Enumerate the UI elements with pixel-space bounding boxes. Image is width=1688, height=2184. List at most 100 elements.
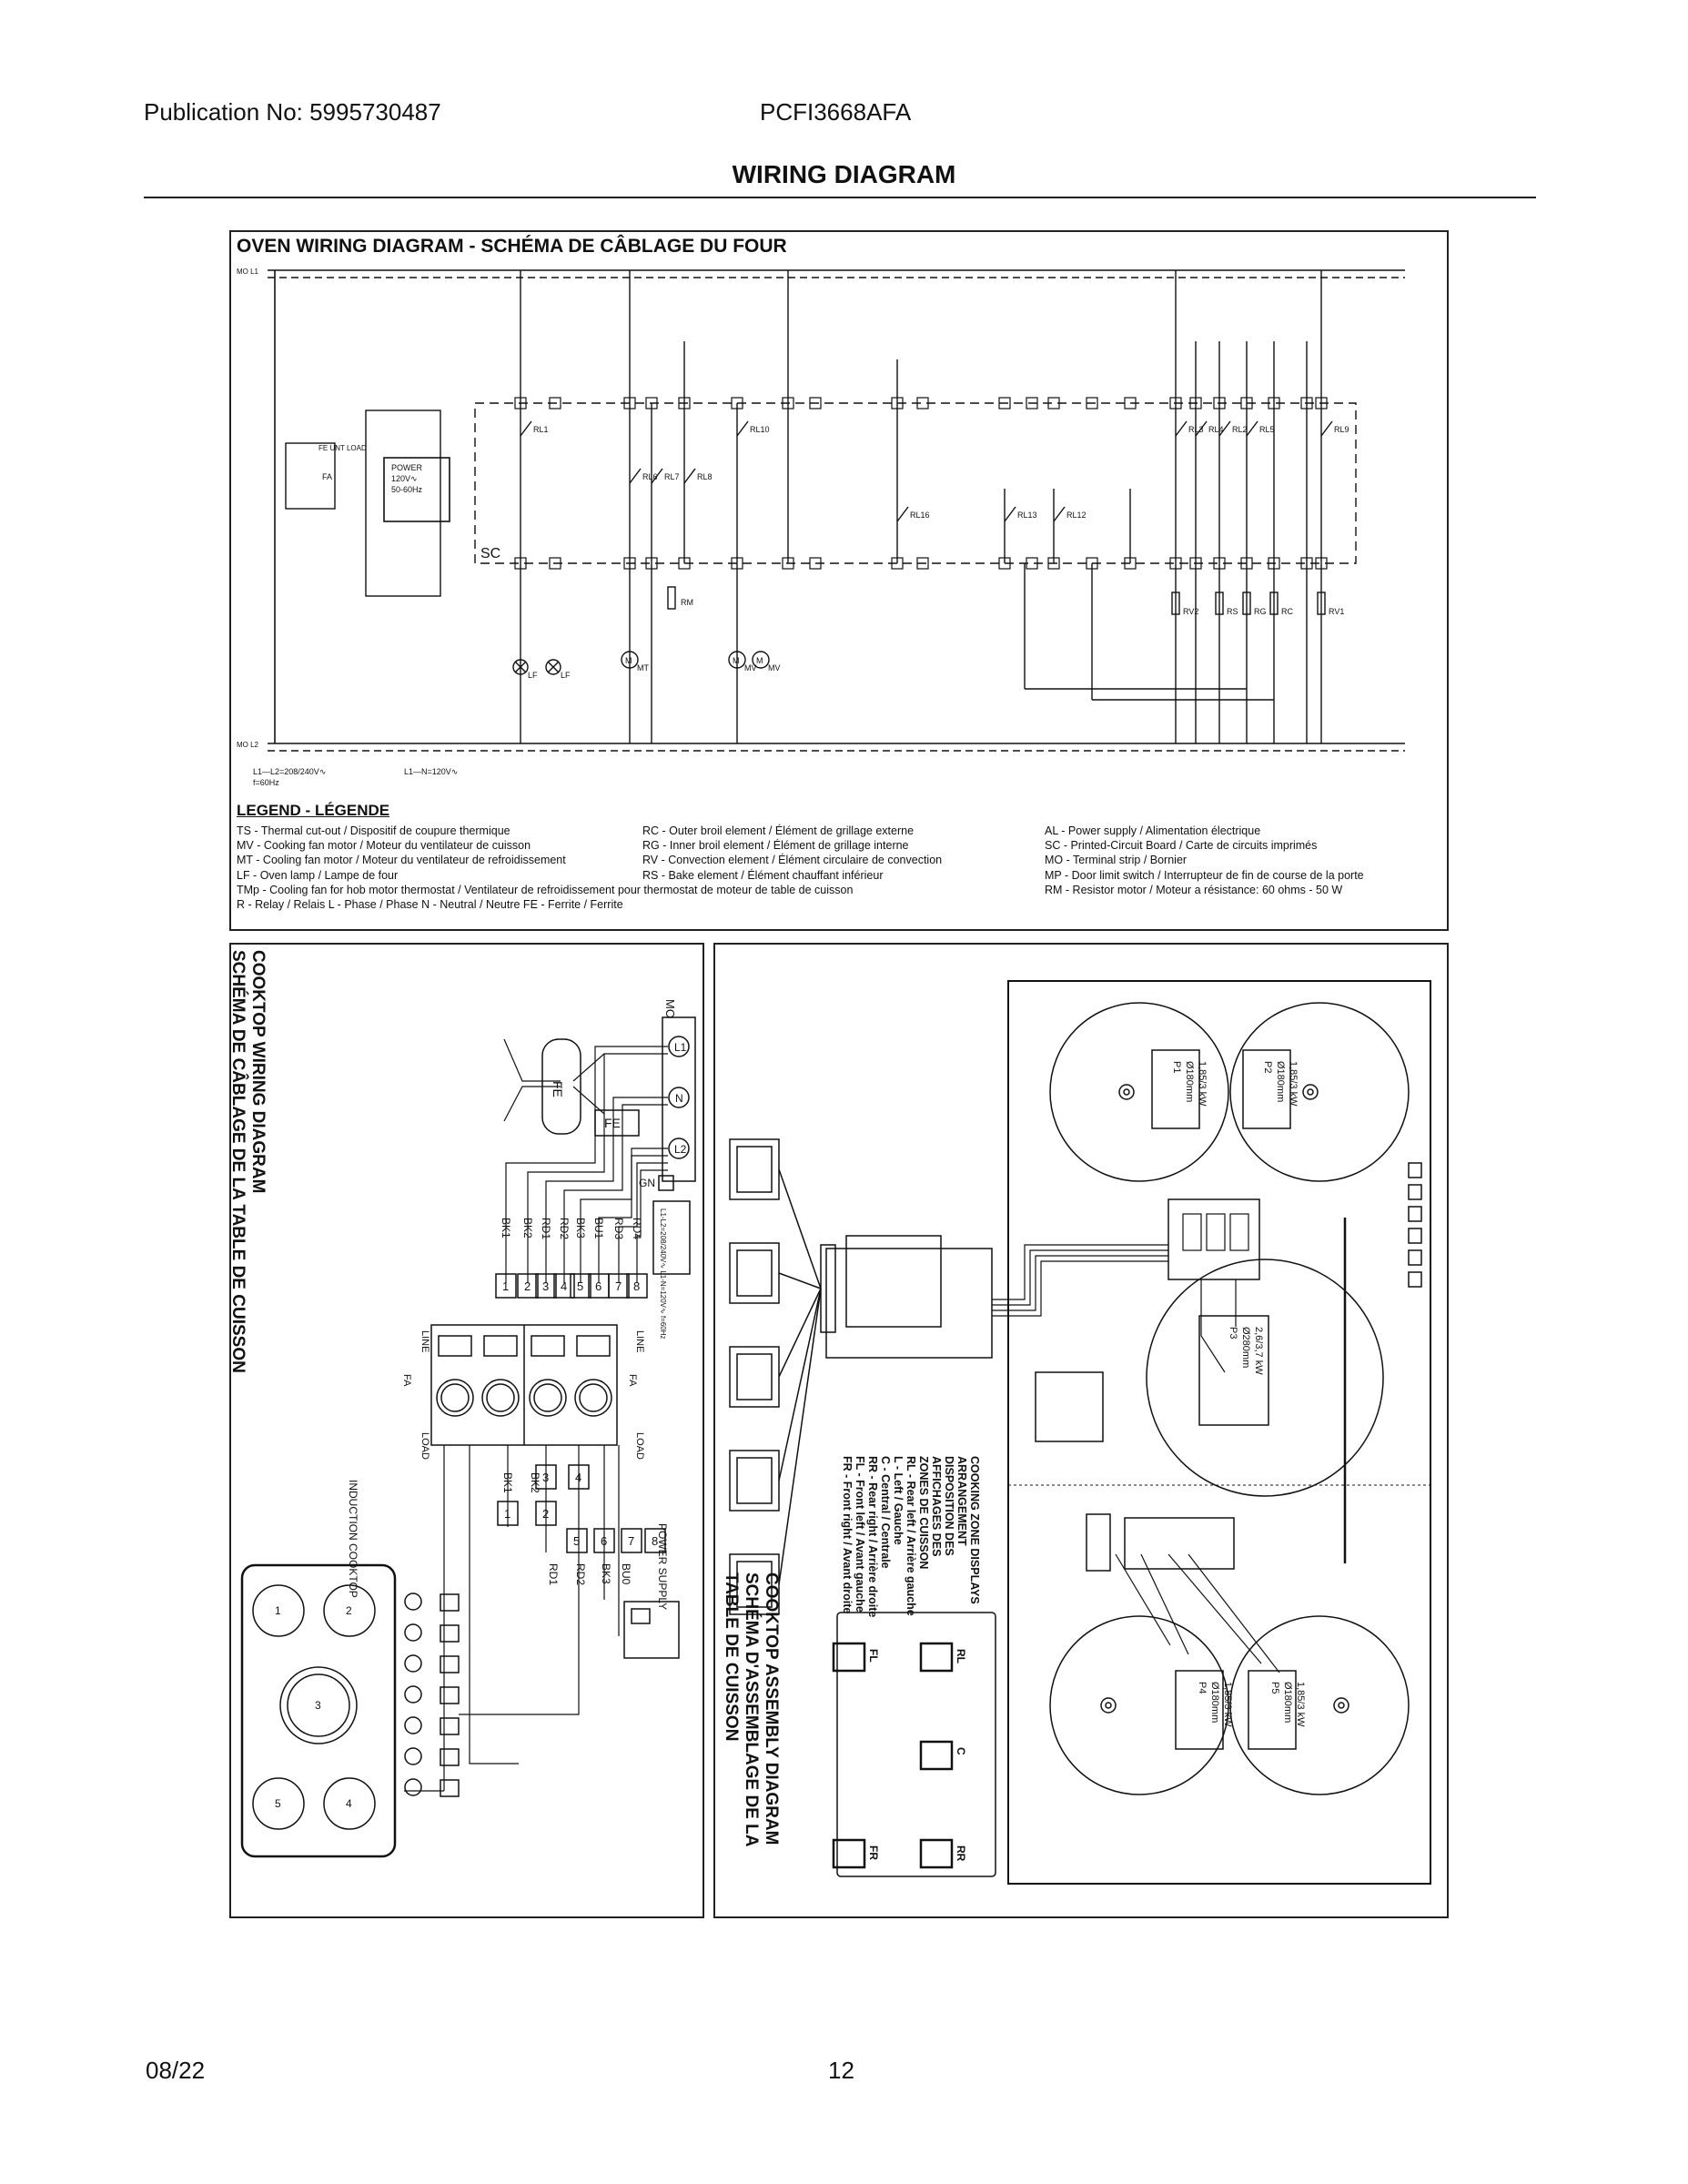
zone-spec: P4 xyxy=(1197,1682,1208,1694)
load-label: MV xyxy=(768,663,781,672)
terminal-number-box xyxy=(644,1528,666,1553)
svg-text:L1: L1 xyxy=(674,1041,687,1054)
cooktop-schematic: L1 N L2 MO FE FE GN L1-L2=208/240V∿ L1 xyxy=(240,999,696,1858)
relay-contact xyxy=(1195,420,1208,437)
load-label: LF xyxy=(561,671,571,680)
legend-item: MV - Cooking fan motor / Moteur du venti… xyxy=(237,839,531,853)
relay-contact xyxy=(1175,420,1188,437)
footer-date: 08/22 xyxy=(146,2057,206,2084)
relay-contact xyxy=(1218,420,1231,437)
relay-label: RL13 xyxy=(1017,511,1037,520)
relay-label: RL5 xyxy=(1259,425,1275,434)
zone-spec: Ø180mm xyxy=(1184,1061,1195,1102)
seven-seg-display xyxy=(832,1642,866,1673)
legend-item: LF - Oven lamp / Lampe de four xyxy=(237,868,399,882)
connector-pin xyxy=(809,397,822,410)
svg-text:MO L2: MO L2 xyxy=(237,741,259,749)
relay-contact xyxy=(651,468,663,484)
relay-contact xyxy=(1053,506,1066,522)
terminal-number: 7 xyxy=(615,1279,622,1293)
terminal-number-box xyxy=(570,1273,591,1299)
wire-label: BK3 xyxy=(574,1218,587,1239)
publication-number: Publication No: 5995730487 xyxy=(144,98,441,126)
wire-label: BK3 xyxy=(600,1563,612,1584)
zone-spec: P3 xyxy=(1228,1327,1238,1339)
oven-diagram-title: OVEN WIRING DIAGRAM - SCHÉMA DE CÂBLAGE … xyxy=(237,236,787,257)
cooktop-assembly-panel: COOKTOP ASSEMBLY DIAGRAM SCHÉMA D'ASSEMB… xyxy=(713,943,1449,1918)
connector-pin xyxy=(1026,397,1038,410)
relay-contact xyxy=(1246,420,1258,437)
terminal-number: 8 xyxy=(633,1279,640,1293)
cooktop-wiring-panel: COOKTOP WIRING DIAGRAM SCHÉMA DE CÂBLAGE… xyxy=(228,943,704,1918)
burner-number: 1 xyxy=(275,1604,281,1617)
fa-label-left: FA xyxy=(401,1374,412,1387)
terminal-number-box xyxy=(593,1528,615,1553)
supply-note-1: L1—L2=208/240V∿ xyxy=(253,767,326,776)
terminal-box xyxy=(440,1748,460,1766)
legend-item: MP - Door limit switch / Interrupteur de… xyxy=(1045,868,1364,882)
terminal-number-box xyxy=(568,1464,590,1490)
connector-pin xyxy=(916,397,929,410)
terminal-box xyxy=(440,1717,460,1735)
power-supply-label: POWER SUPPLY xyxy=(656,1523,669,1610)
connector-pin xyxy=(1124,397,1137,410)
legend-item: RM - Resistor motor / Moteur a résistanc… xyxy=(1045,883,1343,896)
ferrite-label-2: FE xyxy=(604,1116,621,1130)
terminal-number: 3 xyxy=(542,1471,549,1484)
connector-pin xyxy=(1408,1162,1422,1178)
induction-label: INDUCTION COOKTOP xyxy=(347,1480,359,1598)
legend-item: AL - Power supply / Alimentation électri… xyxy=(1045,824,1261,837)
relay-contact xyxy=(1320,420,1333,437)
line-label-right: LINE xyxy=(634,1330,645,1352)
wire-label: RD3 xyxy=(612,1218,625,1239)
wire-label: BU1 xyxy=(592,1218,605,1239)
zone-spec: 1,85/3 kW xyxy=(1288,1061,1299,1107)
seven-seg-display xyxy=(832,1838,866,1869)
relay-contact xyxy=(1004,506,1016,522)
zone-spec: 1,85/3 kW xyxy=(1197,1061,1208,1107)
legend-item: R - Relay / Relais L - Phase / Phase N -… xyxy=(237,898,623,912)
terminal-number: 8 xyxy=(652,1534,658,1548)
zone-p1 xyxy=(1049,1002,1229,1182)
terminal-screw xyxy=(404,1747,422,1765)
terminal-number: 6 xyxy=(595,1279,601,1293)
relay-contact xyxy=(736,420,749,437)
zone-spec: Ø180mm xyxy=(1209,1682,1220,1723)
load-label: RV1 xyxy=(1329,607,1344,616)
oven-schematic: MO L1 MO L2 POWER 120V∿ 50-60Hz FE UNT L… xyxy=(237,268,1405,787)
connector-pin xyxy=(916,557,929,570)
terminal-number: 6 xyxy=(601,1534,607,1548)
wire-label: RD1 xyxy=(547,1563,560,1585)
display-label: RR xyxy=(955,1845,967,1862)
wire-label: BK2 xyxy=(521,1218,534,1239)
connector-pin xyxy=(1408,1249,1422,1266)
zone-spec: P1 xyxy=(1171,1061,1182,1073)
connector-pin xyxy=(1408,1206,1422,1222)
legend-column-2: RC - Outer broil element / Élément de gr… xyxy=(642,824,942,883)
svg-text:50-60Hz: 50-60Hz xyxy=(391,485,423,494)
touch-key-inner xyxy=(736,1249,773,1297)
relay-contact xyxy=(683,468,696,484)
terminal-number: 4 xyxy=(575,1471,581,1484)
key-wire xyxy=(778,1168,822,1289)
zone-spec: 1,85/3 kW xyxy=(1222,1682,1233,1727)
touch-key-inner xyxy=(736,1353,773,1400)
connector-pin xyxy=(1408,1271,1422,1288)
power-block-text: POWER xyxy=(391,463,423,472)
display-label: RL xyxy=(955,1649,967,1663)
touch-key-inner xyxy=(736,1561,773,1608)
legend-item: RG - Inner broil element / Élément de gr… xyxy=(642,839,909,853)
legend-item: RC - Outer broil element / Élément de gr… xyxy=(642,824,915,837)
zone-spec: 2,6/3,7 kW xyxy=(1253,1327,1264,1375)
svg-text:SC: SC xyxy=(480,546,500,561)
connector-pin xyxy=(1086,397,1098,410)
page-title: WIRING DIAGRAM xyxy=(732,160,956,188)
connector-pin xyxy=(1408,1184,1422,1200)
legend-title: LEGEND - LÉGENDE xyxy=(237,802,390,819)
terminal-number: 5 xyxy=(577,1279,583,1293)
relay-label: RL10 xyxy=(750,425,770,434)
burner-4 xyxy=(323,1777,376,1830)
ferrite-label-1: FE xyxy=(551,1081,565,1097)
load-label: MV xyxy=(744,663,757,672)
key-wire xyxy=(778,1288,822,1378)
